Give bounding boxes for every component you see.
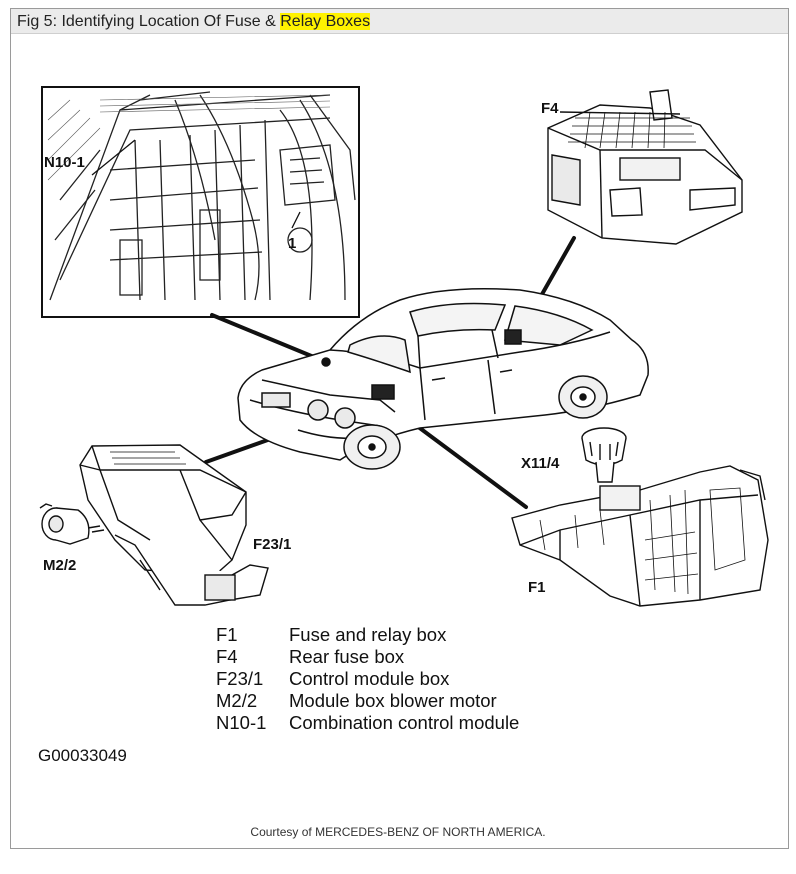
vehicle-illustration [237,288,649,470]
legend-code: F1 [216,624,238,645]
fuse-relay-box-drawing [511,465,769,607]
rear-fuse-box-drawing [547,89,743,245]
legend-row: N10-1 Combination control module [216,712,519,734]
blower-motor-drawing [39,503,105,545]
legend-description: Control module box [289,668,450,689]
engine-compartment-inset [41,86,360,318]
callout-m2-2: M2/2 [43,557,76,574]
figure-title-bar: Fig 5: Identifying Location Of Fuse & Re… [11,9,788,34]
legend-description: Module box blower motor [289,690,497,711]
courtesy-credit: Courtesy of MERCEDES-BENZ OF NORTH AMERI… [250,825,546,839]
legend-code: M2/2 [216,690,258,711]
callout-f4: F4 [541,100,559,117]
legend-row: F1 Fuse and relay box [216,624,519,646]
legend-description: Combination control module [289,712,520,733]
legend-description: Fuse and relay box [289,624,447,645]
callout-x11-4: X11/4 [521,455,560,472]
figure-title: Fig 5: Identifying Location Of Fuse & Re… [17,13,371,31]
callout-f23-1: F23/1 [253,536,291,553]
legend-code: F23/1 [216,668,264,689]
figure-title-highlight: Relay Boxes [280,13,371,30]
graphic-code: G00033049 [38,746,127,765]
legend-row: F23/1 Control module box [216,668,519,690]
legend-code: N10-1 [216,712,267,733]
legend-row: F4 Rear fuse box [216,646,519,668]
callout-n10-1: N10-1 [44,154,85,171]
legend: F1 Fuse and relay box F4 Rear fuse box F23… [216,624,519,734]
control-module-box-drawing [79,444,269,606]
connector-x11-4-drawing [581,427,627,483]
legend-description: Rear fuse box [289,646,405,667]
legend-row: M2/2 Module box blower motor [216,690,519,712]
callout-f1: F1 [528,579,546,596]
figure-title-prefix: Fig 5: Identifying Location Of Fuse & [17,13,281,30]
callout-1: 1 [288,235,296,252]
legend-code: F4 [216,646,238,667]
